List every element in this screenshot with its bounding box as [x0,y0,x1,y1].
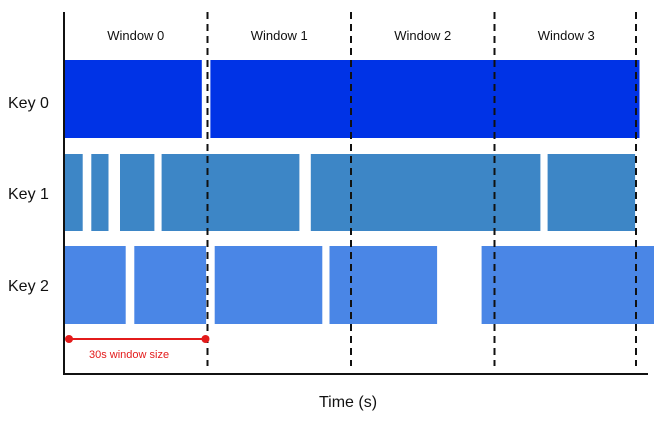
key-row [64,60,640,138]
key-row [64,154,636,231]
key-label: Key 1 [8,186,49,203]
key-label: Key 0 [8,95,49,112]
event-bar [64,246,126,324]
window-label: Window 2 [394,28,451,43]
event-bar [214,246,323,324]
event-bar [210,60,640,138]
event-bar [310,154,541,231]
window-size-marker: 30s window size [65,335,210,361]
event-bar [134,246,207,324]
window-size-label: 30s window size [89,349,169,361]
event-bar [120,154,155,231]
event-bar [91,154,109,231]
key-label: Key 2 [8,278,49,295]
event-bar [161,154,300,231]
key-row [64,246,654,324]
key-rows [64,60,654,324]
window-labels: Window 0 Window 1 Window 2 Window 3 [107,28,595,43]
key-labels: Key 0 Key 1 Key 2 [8,95,49,295]
event-bar [547,154,636,231]
event-bar [481,246,654,324]
event-bar [64,154,83,231]
window-size-end-dot [201,335,210,343]
window-boundaries [206,12,637,366]
window-size-start-dot [65,335,73,343]
window-label: Window 3 [538,28,595,43]
event-bar [64,60,202,138]
window-label: Window 0 [107,28,164,43]
x-axis-label: Time (s) [319,394,377,411]
event-bar [329,246,438,324]
window-label: Window 1 [251,28,308,43]
